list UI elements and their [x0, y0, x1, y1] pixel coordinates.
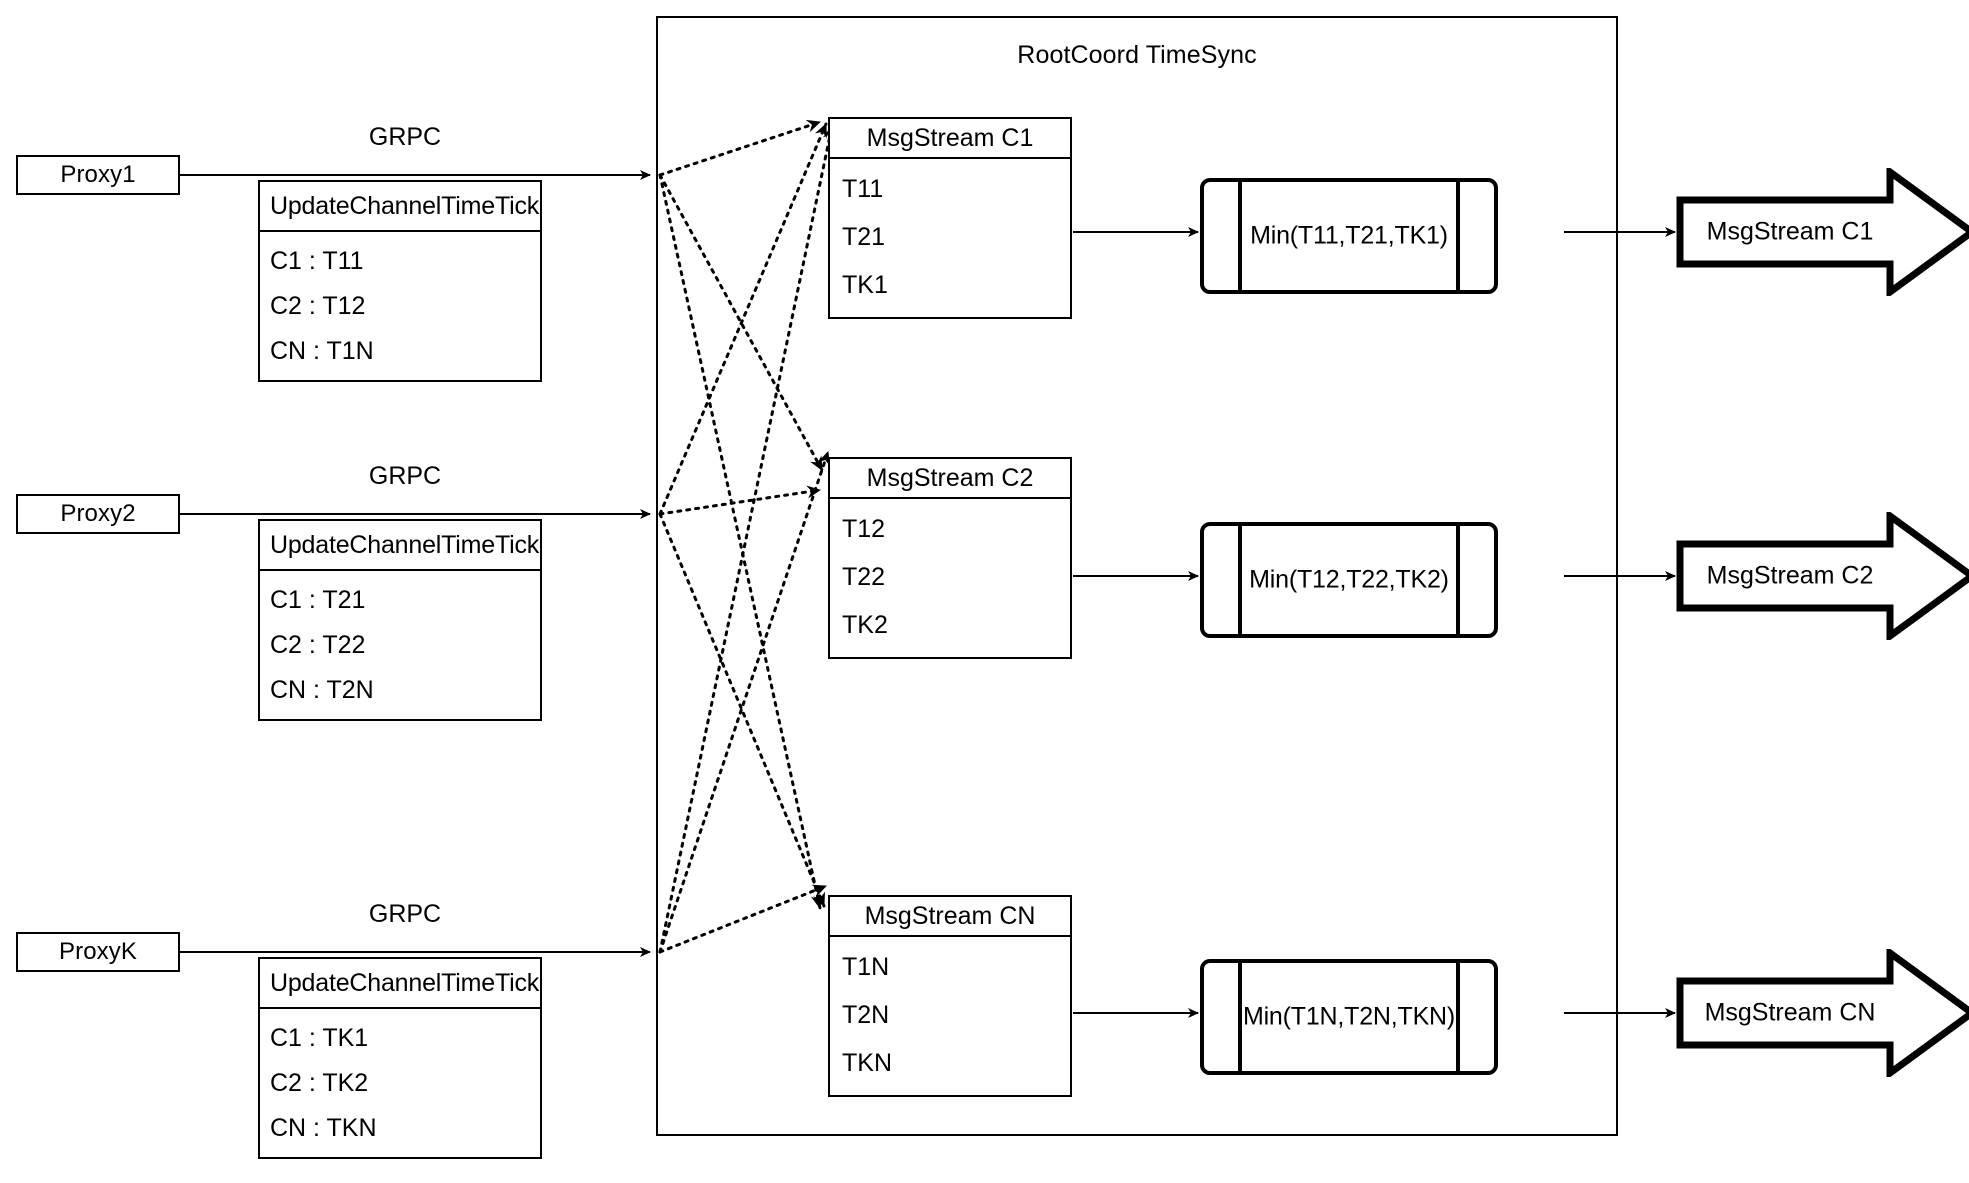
uctt-row: C1 : TK1	[270, 1023, 369, 1052]
msgstream-body-2: T12 T22 TK2	[830, 499, 1070, 657]
uctt-row: CN : T1N	[270, 337, 374, 366]
uctt-row: CN : T2N	[270, 676, 374, 705]
msgstream-tick: TKN	[842, 1049, 892, 1077]
min-label-2: Min(T12,T22,TK2)	[1249, 565, 1449, 594]
update-channel-time-tick-table-1: UpdateChannelTimeTick C1 : T11 C2 : T12 …	[258, 180, 542, 382]
msgstream-tick: TK1	[842, 271, 888, 299]
proxy-label: Proxy2	[60, 500, 136, 527]
grpc-label-1: GRPC	[368, 123, 442, 151]
msgstream-header-3: MsgStream CN	[830, 897, 1070, 937]
output-arrow-label-1: MsgStream C1	[1706, 217, 1874, 246]
msgstream-body-1: T11 T21 TK1	[830, 159, 1070, 317]
uctt-body-1: C1 : T11 C2 : T12 CN : T1N	[260, 232, 540, 380]
uctt-row: C1 : T11	[270, 246, 364, 275]
update-channel-time-tick-table-3: UpdateChannelTimeTick C1 : TK1 C2 : TK2 …	[258, 957, 542, 1159]
msgstream-table-3: MsgStream CN T1N T2N TKN	[828, 895, 1072, 1097]
output-arrow-label-2: MsgStream C2	[1706, 561, 1874, 590]
min-box-left-bar	[1238, 959, 1242, 1075]
min-box-right-bar	[1456, 522, 1460, 638]
grpc-label-3: GRPC	[368, 900, 442, 928]
proxy-box-3[interactable]: ProxyK	[16, 932, 180, 972]
uctt-header-2: UpdateChannelTimeTick	[260, 521, 540, 571]
proxy-box-2[interactable]: Proxy2	[16, 494, 180, 534]
min-label-3: Min(T1N,T2N,TKN)	[1242, 1002, 1456, 1031]
uctt-body-2: C1 : T21 C2 : T22 CN : T2N	[260, 571, 540, 719]
output-block-arrow-3: MsgStream CN	[1676, 949, 1969, 1077]
proxy-label: ProxyK	[59, 938, 137, 965]
output-block-arrow-1: MsgStream C1	[1676, 168, 1969, 296]
uctt-row: C2 : TK2	[270, 1068, 369, 1097]
msgstream-header-1: MsgStream C1	[830, 119, 1070, 159]
uctt-row: C2 : T12	[270, 291, 366, 320]
msgstream-tick: T11	[842, 175, 884, 203]
msgstream-header-2: MsgStream C2	[830, 459, 1070, 499]
min-process-box-2: Min(T12,T22,TK2)	[1200, 522, 1498, 638]
grpc-label-2: GRPC	[368, 462, 442, 490]
update-channel-time-tick-table-2: UpdateChannelTimeTick C1 : T21 C2 : T22 …	[258, 519, 542, 721]
msgstream-table-2: MsgStream C2 T12 T22 TK2	[828, 457, 1072, 659]
msgstream-table-1: MsgStream C1 T11 T21 TK1	[828, 117, 1072, 319]
min-process-box-1: Min(T11,T21,TK1)	[1200, 178, 1498, 294]
uctt-body-3: C1 : TK1 C2 : TK2 CN : TKN	[260, 1009, 540, 1157]
msgstream-tick: TK2	[842, 611, 888, 639]
output-arrow-label-3: MsgStream CN	[1704, 998, 1876, 1027]
msgstream-body-3: T1N T2N TKN	[830, 937, 1070, 1095]
proxy-label: Proxy1	[60, 161, 136, 188]
min-label-1: Min(T11,T21,TK1)	[1250, 221, 1448, 250]
uctt-header-3: UpdateChannelTimeTick	[260, 959, 540, 1009]
output-block-arrow-2: MsgStream C2	[1676, 512, 1969, 640]
min-box-left-bar	[1238, 178, 1242, 294]
uctt-header-1: UpdateChannelTimeTick	[260, 182, 540, 232]
msgstream-tick: T1N	[842, 953, 890, 981]
min-box-right-bar	[1456, 959, 1460, 1075]
uctt-row: C2 : T22	[270, 630, 366, 659]
msgstream-tick: T22	[842, 563, 886, 591]
msgstream-tick: T21	[842, 223, 886, 251]
rootcoord-timesync-title: RootCoord TimeSync	[1017, 41, 1257, 69]
min-box-right-bar	[1456, 178, 1460, 294]
uctt-row: CN : TKN	[270, 1114, 377, 1143]
msgstream-tick: T2N	[842, 1001, 890, 1029]
msgstream-tick: T12	[842, 515, 886, 543]
proxy-box-1[interactable]: Proxy1	[16, 155, 180, 195]
min-process-box-3: Min(T1N,T2N,TKN)	[1200, 959, 1498, 1075]
min-box-left-bar	[1238, 522, 1242, 638]
uctt-row: C1 : T21	[270, 585, 366, 614]
